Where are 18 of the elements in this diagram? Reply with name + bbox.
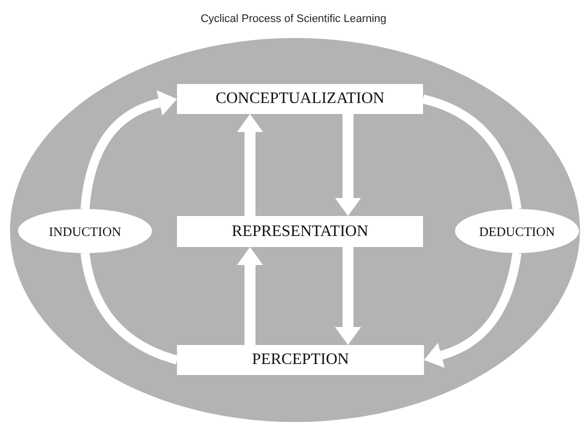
arrow	[335, 247, 361, 345]
connector-line	[422, 94, 522, 210]
node-label: DEDUCTION	[479, 224, 555, 238]
node-label: INDUCTION	[48, 224, 122, 238]
process-box	[177, 84, 423, 114]
node-label: PERCEPTION	[252, 352, 349, 368]
arrow	[335, 114, 361, 216]
process-box	[177, 345, 424, 375]
node-label: REPRESENTATION	[232, 224, 368, 240]
arrow	[424, 252, 522, 368]
node-label: CONCEPTUALIZATION	[216, 91, 384, 107]
arrow	[237, 114, 263, 216]
oval-node	[455, 209, 579, 253]
arrow	[80, 90, 177, 210]
arrow	[237, 247, 263, 345]
title: Cyclical Process of Scientific Learning	[200, 12, 386, 27]
connector-line	[80, 252, 178, 364]
process-box	[177, 216, 423, 247]
